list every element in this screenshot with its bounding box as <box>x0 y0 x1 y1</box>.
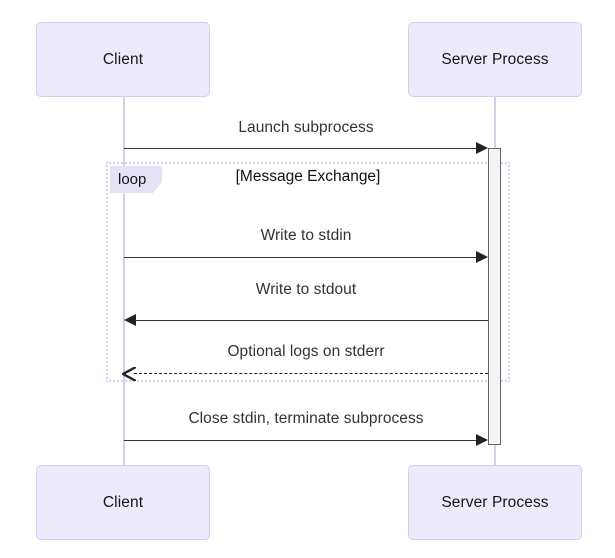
participant-client-top[interactable]: Client <box>36 22 210 97</box>
activation-bar-server <box>488 148 501 445</box>
loop-fragment-tag: loop <box>110 166 163 193</box>
participant-server-top-label: Server Process <box>441 50 549 68</box>
participant-client-top-label: Client <box>102 50 144 68</box>
message-launch-subprocess-line <box>124 148 476 149</box>
message-write-to-stdout-line <box>136 320 488 321</box>
message-write-to-stdin-arrowhead <box>476 251 488 263</box>
participant-server-bottom[interactable]: Server Process <box>408 465 582 540</box>
message-close-stdin-terminate-subprocess-arrowhead <box>476 434 488 446</box>
message-optional-logs-on-stderr-line <box>134 373 488 374</box>
message-write-to-stdout-label: Write to stdout <box>255 281 357 298</box>
message-launch-subprocess-label: Launch subprocess <box>238 119 374 136</box>
message-optional-logs-on-stderr-arrowhead <box>122 367 136 381</box>
message-write-to-stdout-arrowhead <box>124 314 136 326</box>
message-close-stdin-terminate-subprocess-line <box>124 440 476 441</box>
message-write-to-stdin-line <box>124 257 476 258</box>
message-launch-subprocess-arrowhead <box>476 142 488 154</box>
loop-fragment <box>106 162 510 382</box>
message-optional-logs-on-stderr-label: Optional logs on stderr <box>227 343 385 360</box>
participant-client-bottom[interactable]: Client <box>36 465 210 540</box>
participant-server-bottom-label: Server Process <box>441 493 549 511</box>
message-close-stdin-terminate-subprocess-label: Close stdin, terminate subprocess <box>188 410 424 427</box>
lifeline-client <box>123 97 125 467</box>
participant-client-bottom-label: Client <box>102 493 144 511</box>
participant-server-top[interactable]: Server Process <box>408 22 582 97</box>
message-write-to-stdin-label: Write to stdin <box>260 227 352 244</box>
loop-fragment-condition: [Message Exchange] <box>235 168 381 185</box>
